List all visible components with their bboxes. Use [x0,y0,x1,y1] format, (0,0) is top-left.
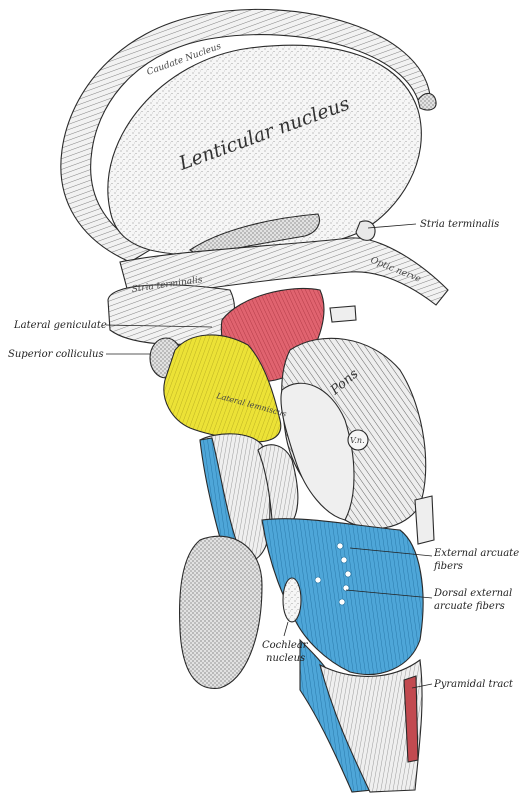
stria-terminalis-label: Stria terminalis [420,219,499,230]
lower-medulla [319,659,423,793]
cochlear-nucleus-label-2: nucleus [266,653,305,664]
pons [280,337,427,529]
arcuate-dots [314,542,352,606]
lateral-geniculate-label: Lateral geniculate [13,320,107,331]
yellow-region [163,334,282,443]
nerve-stumps [329,305,435,545]
superior-colliculus-label: Superior colliculus [8,349,104,360]
lenticular-nucleus [107,44,422,257]
dorsal-external-arcuate-label-2: arcuate fibers [434,601,505,612]
external-arcuate-fibers-label-2: fibers [433,561,463,572]
flocculus [179,535,263,689]
cochlear-nucleus [282,577,302,623]
dorsal-external-arcuate-label-1: Dorsal external [433,588,512,599]
leader-lines [105,223,433,689]
nerve-v-label: V.n. [350,436,365,445]
cochlear-nucleus-label-1: Cochlear [262,640,309,651]
pyramidal-tract-label: Pyramidal tract [433,679,514,690]
external-arcuate-fibers-label-1: External arcuate [433,548,519,559]
